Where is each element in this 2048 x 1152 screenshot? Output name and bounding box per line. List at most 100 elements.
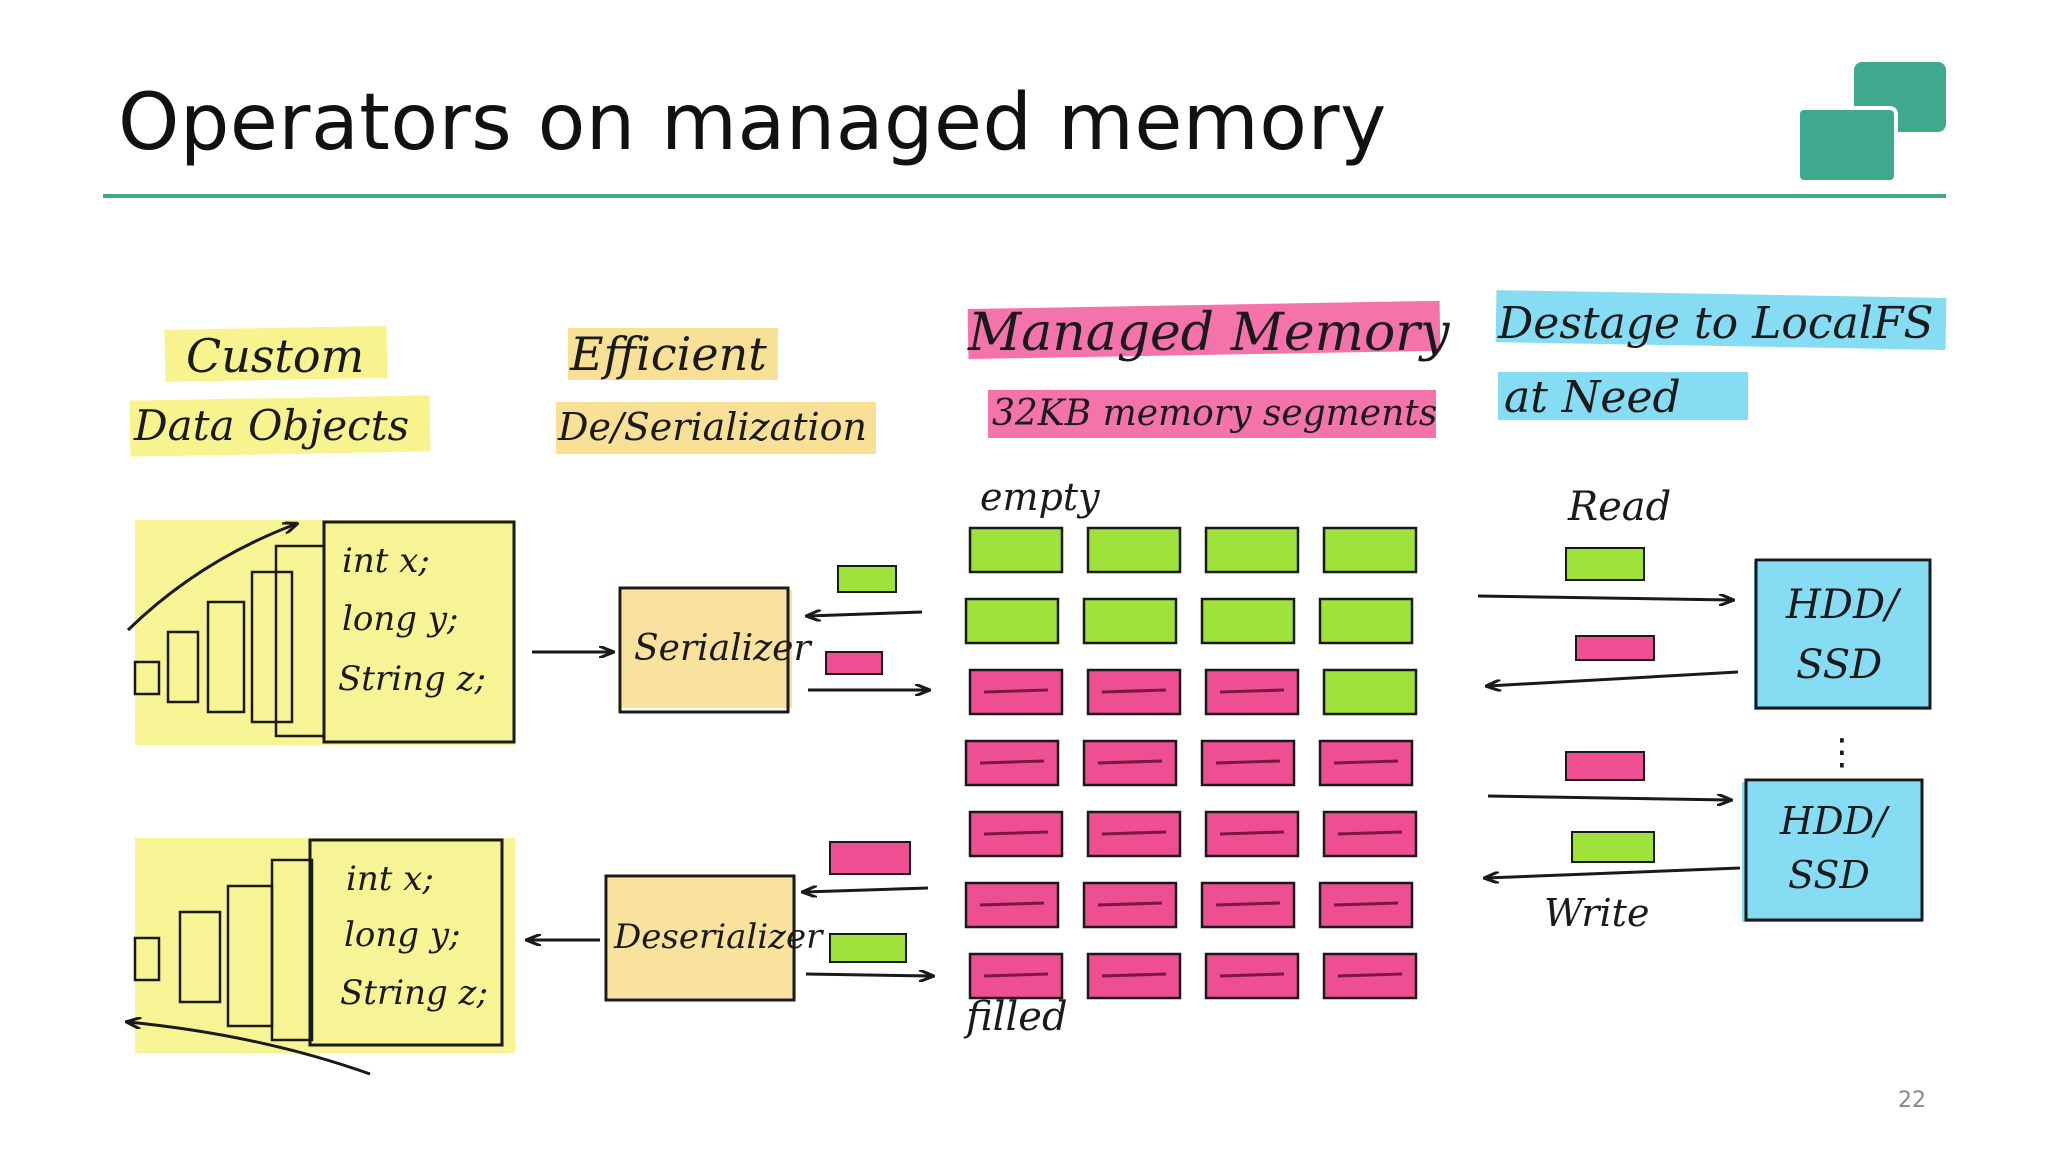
- heading-highlight: [1498, 372, 1748, 420]
- read-label: Read: [1567, 484, 1671, 530]
- heading-highlight: [129, 395, 431, 457]
- memory-to-disk-arrow: [1477, 596, 1732, 600]
- segment-data-stroke: [983, 972, 1049, 978]
- managed-memory-heading: Managed Memory 32KB memory segments: [967, 300, 1450, 438]
- heading-highlight: [967, 300, 1441, 360]
- segment-data-stroke: [1101, 688, 1167, 694]
- segments-subheading-text: 32KB memory segments: [992, 393, 1437, 434]
- segment-data-stroke: [1215, 901, 1281, 907]
- segment-data-stroke: [1333, 759, 1399, 765]
- data-object-stack-bottom: int x; long y; String z;: [128, 838, 515, 1076]
- destage-heading-text: Destage to LocalFS: [1497, 298, 1934, 349]
- field-line: String z;: [338, 659, 486, 699]
- segment-in-transit-empty: [837, 565, 897, 593]
- write-segment-empty: [1571, 831, 1655, 863]
- memory-to-deserializer-arrow: [804, 888, 929, 892]
- logo-square-front: [1796, 106, 1898, 184]
- read-segment-filled: [1565, 751, 1645, 781]
- segment-data-stroke: [983, 688, 1049, 694]
- segment-data-stroke: [983, 830, 1049, 836]
- object-card: [133, 936, 161, 982]
- segment-data-stroke: [1337, 830, 1403, 836]
- segment-in-transit-filled: [825, 651, 883, 675]
- disk-label: HDD/: [1779, 799, 1890, 843]
- deserializer-outline: [604, 874, 796, 1002]
- disk-label: HDD/: [1785, 582, 1902, 628]
- memory-to-disk-arrow: [1487, 796, 1730, 800]
- segment-data-stroke: [1097, 901, 1163, 907]
- memory-segment-empty: [1204, 526, 1300, 574]
- managed-memory-heading-text: Managed Memory: [967, 303, 1450, 363]
- segment-data-stroke: [1219, 688, 1285, 694]
- serialization-heading-text: De/Serialization: [557, 405, 867, 449]
- disk-box-bottom: HDD/ SSD: [1742, 778, 1924, 922]
- heading-highlight: [988, 390, 1436, 438]
- field-line: String z;: [340, 973, 488, 1013]
- segment-data-stroke: [1215, 759, 1281, 765]
- memory-segment-empty: [1322, 668, 1418, 716]
- data-object-stack-top: int x; long y; String z;: [126, 520, 516, 745]
- object-card: [270, 858, 314, 1042]
- deserializer-box: Deserializer: [604, 874, 824, 1002]
- segment-data-stroke: [1337, 972, 1403, 978]
- deserializer-label: Deserializer: [613, 917, 824, 957]
- memory-segment-empty: [1082, 597, 1178, 645]
- object-card: [133, 660, 161, 696]
- memory-segment-grid: [964, 526, 1418, 1000]
- object-card: [206, 600, 246, 714]
- heading-highlight: [164, 325, 388, 382]
- custom-heading-text: Custom: [186, 329, 364, 383]
- disk-highlight: [1742, 782, 1922, 922]
- efficient-heading-text: Efficient: [569, 327, 767, 381]
- destage-flows: Read Write: [1477, 484, 1741, 935]
- field-line: int x;: [342, 541, 430, 581]
- memory-segment-empty: [964, 597, 1060, 645]
- empty-label: empty: [980, 475, 1100, 519]
- disk-outline: [1744, 778, 1924, 922]
- deserializer-to-memory-arrow: [805, 974, 932, 976]
- write-label: Write: [1544, 891, 1649, 935]
- field-line: int x;: [346, 859, 434, 899]
- serializer-outline: [618, 586, 790, 714]
- segment-data-stroke: [1101, 830, 1167, 836]
- read-segment-empty: [1565, 547, 1645, 581]
- disk-box-top: HDD/ SSD: [1754, 558, 1932, 710]
- destage-heading: Destage to LocalFS at Need: [1495, 290, 1947, 423]
- slide-title: Operators on managed memory: [118, 78, 1387, 168]
- segment-in-transit-filled: [829, 841, 911, 875]
- write-segment-filled: [1575, 635, 1655, 661]
- memory-segment-empty: [968, 526, 1064, 574]
- custom-data-objects-heading: Custom Data Objects: [129, 325, 431, 457]
- memory-segment-empty: [1086, 526, 1182, 574]
- at-need-heading-text: at Need: [1504, 372, 1681, 423]
- disk-to-memory-arrow: [1488, 670, 1739, 686]
- heading-highlight: [1495, 290, 1947, 350]
- object-card: [250, 570, 294, 724]
- heading-highlight: [568, 328, 778, 380]
- memory-segment-empty: [1200, 597, 1296, 645]
- disk-highlight: [1754, 562, 1930, 710]
- field-line: long y;: [344, 915, 460, 955]
- disk-ellipsis: ⋮: [1824, 732, 1860, 773]
- serializer-highlight: [622, 590, 792, 708]
- segment-in-transit-empty: [829, 933, 907, 963]
- heading-highlight: [556, 402, 876, 454]
- disk-to-memory-arrow: [1486, 866, 1741, 878]
- object-ghost-arrow: [126, 524, 296, 632]
- disk-label: SSD: [1796, 642, 1882, 688]
- segment-data-stroke: [1333, 901, 1399, 907]
- segment-data-stroke: [979, 901, 1045, 907]
- object-ghost-arrow: [128, 1022, 371, 1076]
- deserializer-highlight: [608, 878, 796, 998]
- segment-data-stroke: [1097, 759, 1163, 765]
- memory-segment-empty: [1318, 597, 1414, 645]
- flow-arrows: [528, 565, 932, 976]
- segment-data-stroke: [979, 759, 1045, 765]
- segment-data-stroke: [1101, 972, 1167, 978]
- memory-to-serializer-arrow: [808, 612, 923, 616]
- title-underline: [103, 194, 1946, 198]
- segment-data-stroke: [1219, 972, 1285, 978]
- two-overlapping-squares-logo-icon: [1796, 62, 1946, 184]
- efficient-serialization-heading: Efficient De/Serialization: [556, 327, 876, 454]
